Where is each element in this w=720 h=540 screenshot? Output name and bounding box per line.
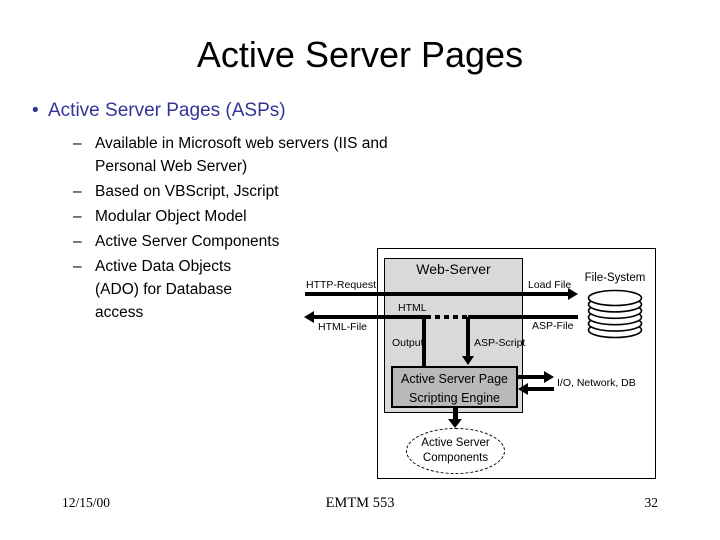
dash-marker: – (73, 233, 82, 250)
output-label: Output (392, 337, 424, 349)
sub-bullet-text: Based on VBScript, Jscript (95, 180, 279, 203)
output-line (422, 317, 426, 366)
footer-course: EMTM 553 (325, 495, 395, 511)
asp-file-label: ASP-File (532, 320, 574, 332)
html-label: HTML (398, 302, 427, 314)
asp-script-label: ASP-Script (474, 337, 526, 349)
io-network-db-label: I/O, Network, DB (557, 377, 636, 389)
html-file-arrow-line (312, 315, 426, 319)
dash-marker: – (73, 183, 82, 200)
sub-bullet-line: Modular Object Model (95, 208, 247, 225)
footer-page-number: 32 (644, 495, 659, 510)
sub-bullet-item: – Based on VBScript, Jscript (73, 180, 433, 203)
engine-label-line: Active Server Page (401, 372, 508, 386)
bullet-level1-text: Active Server Pages (ASPs) (48, 100, 286, 121)
web-server-label: Web-Server (416, 261, 491, 277)
scripting-engine-box: Active Server Page Scripting Engine (391, 366, 518, 408)
io-out-arrow-line (518, 375, 544, 379)
engine-to-components-line (453, 408, 458, 419)
sub-bullet-text: Available in Microsoft web servers (IIS … (95, 132, 388, 178)
slide-title: Active Server Pages (196, 34, 524, 75)
io-in-arrow-line (528, 387, 554, 391)
sub-bullet-line: (ADO) for Database (95, 281, 232, 298)
asp-file-arrow-line (468, 315, 578, 319)
asp-script-arrowhead-icon (462, 356, 474, 365)
dashed-connector-line (426, 315, 468, 319)
sub-bullet-item: – Modular Object Model (73, 205, 433, 228)
html-file-arrowhead-icon (304, 311, 314, 323)
engine-to-components-arrowhead-icon (448, 419, 462, 428)
asp-script-arrow-line (466, 317, 470, 356)
dash-marker: – (73, 208, 82, 225)
sub-bullet-text: Active Data Objects (ADO) for Database a… (95, 255, 232, 324)
sub-bullet-line: Active Data Objects (95, 258, 232, 275)
io-in-arrowhead-icon (518, 383, 528, 395)
io-out-arrowhead-icon (544, 371, 554, 383)
active-server-components-ellipse: Active Server Components (406, 428, 505, 474)
http-request-arrow-line (305, 292, 568, 296)
components-label-line: Active Server (421, 437, 490, 449)
sub-bullet-text: Modular Object Model (95, 205, 247, 228)
dash-marker: – (73, 135, 82, 152)
sub-bullet-line: access (95, 304, 144, 321)
engine-label-line: Scripting Engine (408, 390, 501, 405)
sub-bullet-list: – Available in Microsoft web servers (II… (73, 132, 433, 326)
sub-bullet-text: Active Server Components (95, 230, 279, 253)
http-request-label: HTTP-Request (306, 279, 377, 291)
sub-bullet-line: Personal Web Server) (95, 158, 248, 175)
database-cylinder-icon (587, 289, 643, 339)
bullet-dot-marker: • (32, 100, 39, 121)
sub-bullet-line: Based on VBScript, Jscript (95, 183, 279, 200)
sub-bullet-item: – Active Data Objects (ADO) for Database… (73, 255, 433, 324)
bullet-level1: • Active Server Pages (ASPs) (32, 100, 286, 122)
file-system-label: File-System (584, 272, 646, 284)
load-file-label: Load File (528, 279, 572, 291)
dash-marker: – (73, 258, 82, 275)
sub-bullet-item: – Active Server Components (73, 230, 433, 253)
sub-bullet-item: – Available in Microsoft web servers (II… (73, 132, 433, 178)
html-file-label: HTML-File (318, 321, 367, 333)
sub-bullet-line: Available in Microsoft web servers (IIS … (95, 135, 388, 152)
footer-date: 12/15/00 (62, 495, 111, 510)
http-request-arrowhead-icon (568, 288, 578, 300)
components-label-line: Components (422, 452, 489, 464)
sub-bullet-line: Active Server Components (95, 233, 280, 250)
